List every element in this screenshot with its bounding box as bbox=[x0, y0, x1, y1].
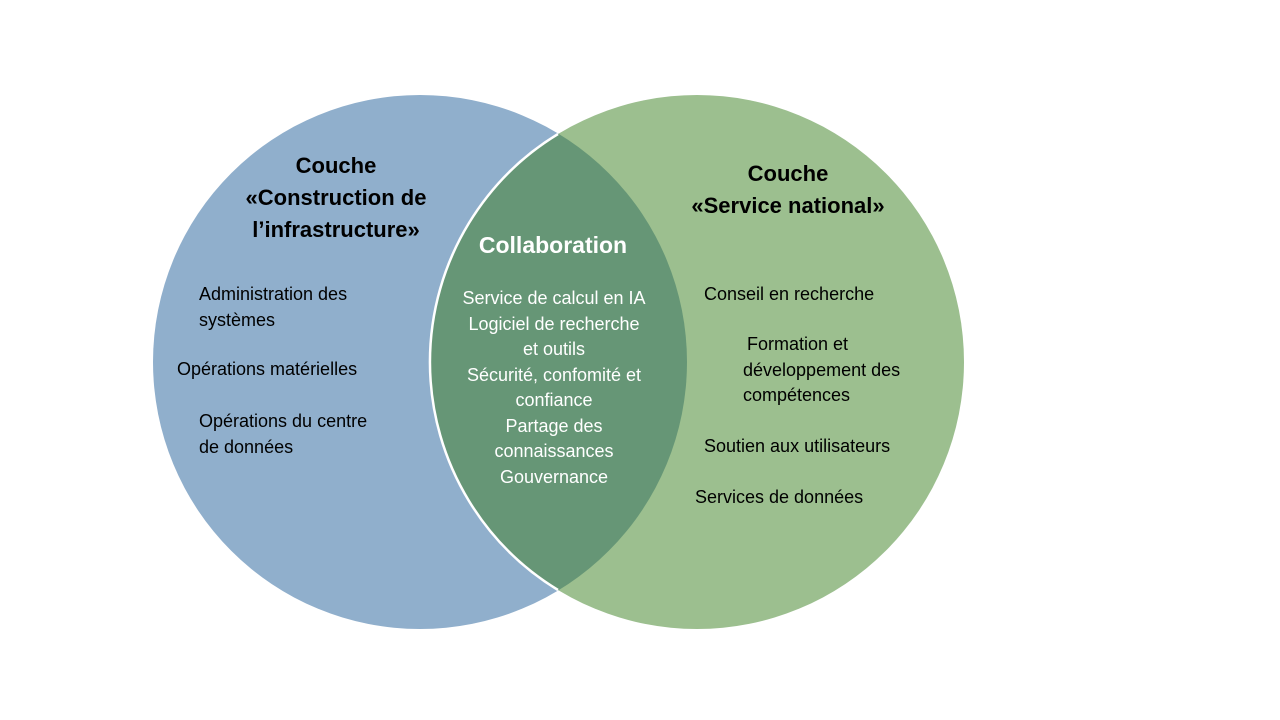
left-item-line: de données bbox=[199, 436, 294, 457]
overlap-outline bbox=[428, 132, 559, 592]
left-item-hardware-ops: Opérations matérielles bbox=[177, 357, 357, 383]
center-item: connaissances bbox=[494, 441, 614, 461]
center-item: confiance bbox=[515, 390, 593, 410]
center-item: Service de calcul en IA bbox=[462, 288, 646, 308]
right-item-line: Formation et bbox=[747, 334, 849, 354]
right-item-line: Conseil en recherche bbox=[704, 284, 875, 304]
center-item: Gouvernance bbox=[499, 466, 609, 487]
left-item-line: Administration des bbox=[199, 284, 348, 304]
left-title: Couche «Construction de l’infrastructure… bbox=[226, 150, 446, 246]
center-list: Service de calcul en IA Logiciel de rech… bbox=[434, 286, 674, 490]
left-title-line: «Construction de bbox=[245, 185, 427, 210]
overlap-lens-collaboration bbox=[430, 95, 687, 629]
center-item: Sécurité, confomité et bbox=[466, 364, 642, 385]
right-item-training: Formation et développement des compétenc… bbox=[743, 332, 900, 409]
center-item: et outils bbox=[522, 339, 586, 359]
right-item-line: développement des bbox=[743, 359, 901, 380]
right-item-line: Services de données bbox=[695, 487, 864, 507]
right-title: Couche «Service national» bbox=[668, 158, 908, 222]
left-item-line: Opérations du centre bbox=[199, 411, 368, 431]
center-item: Logiciel de recherche bbox=[468, 313, 640, 334]
center-item: Partage des bbox=[505, 415, 603, 436]
left-item-datacenter-ops: Opérations du centre de données bbox=[199, 409, 367, 460]
right-item-line: Soutien aux utilisateurs bbox=[704, 436, 891, 456]
left-item-line: Opérations matérielles bbox=[177, 359, 358, 379]
right-item-line: compétences bbox=[743, 385, 851, 405]
left-title-line: l’infrastructure» bbox=[252, 217, 420, 242]
left-item-line: systèmes bbox=[199, 309, 276, 330]
left-title-line: Couche bbox=[295, 153, 377, 178]
left-item-systems-admin: Administration des systèmes bbox=[199, 282, 347, 333]
center-title: Collaboration bbox=[478, 232, 628, 258]
right-title-line: Couche bbox=[747, 161, 829, 186]
right-item-research-consulting: Conseil en recherche bbox=[704, 282, 874, 308]
right-item-user-support: Soutien aux utilisateurs bbox=[704, 434, 890, 460]
right-item-data-services: Services de données bbox=[695, 485, 863, 511]
right-title-line: «Service national» bbox=[691, 193, 885, 218]
